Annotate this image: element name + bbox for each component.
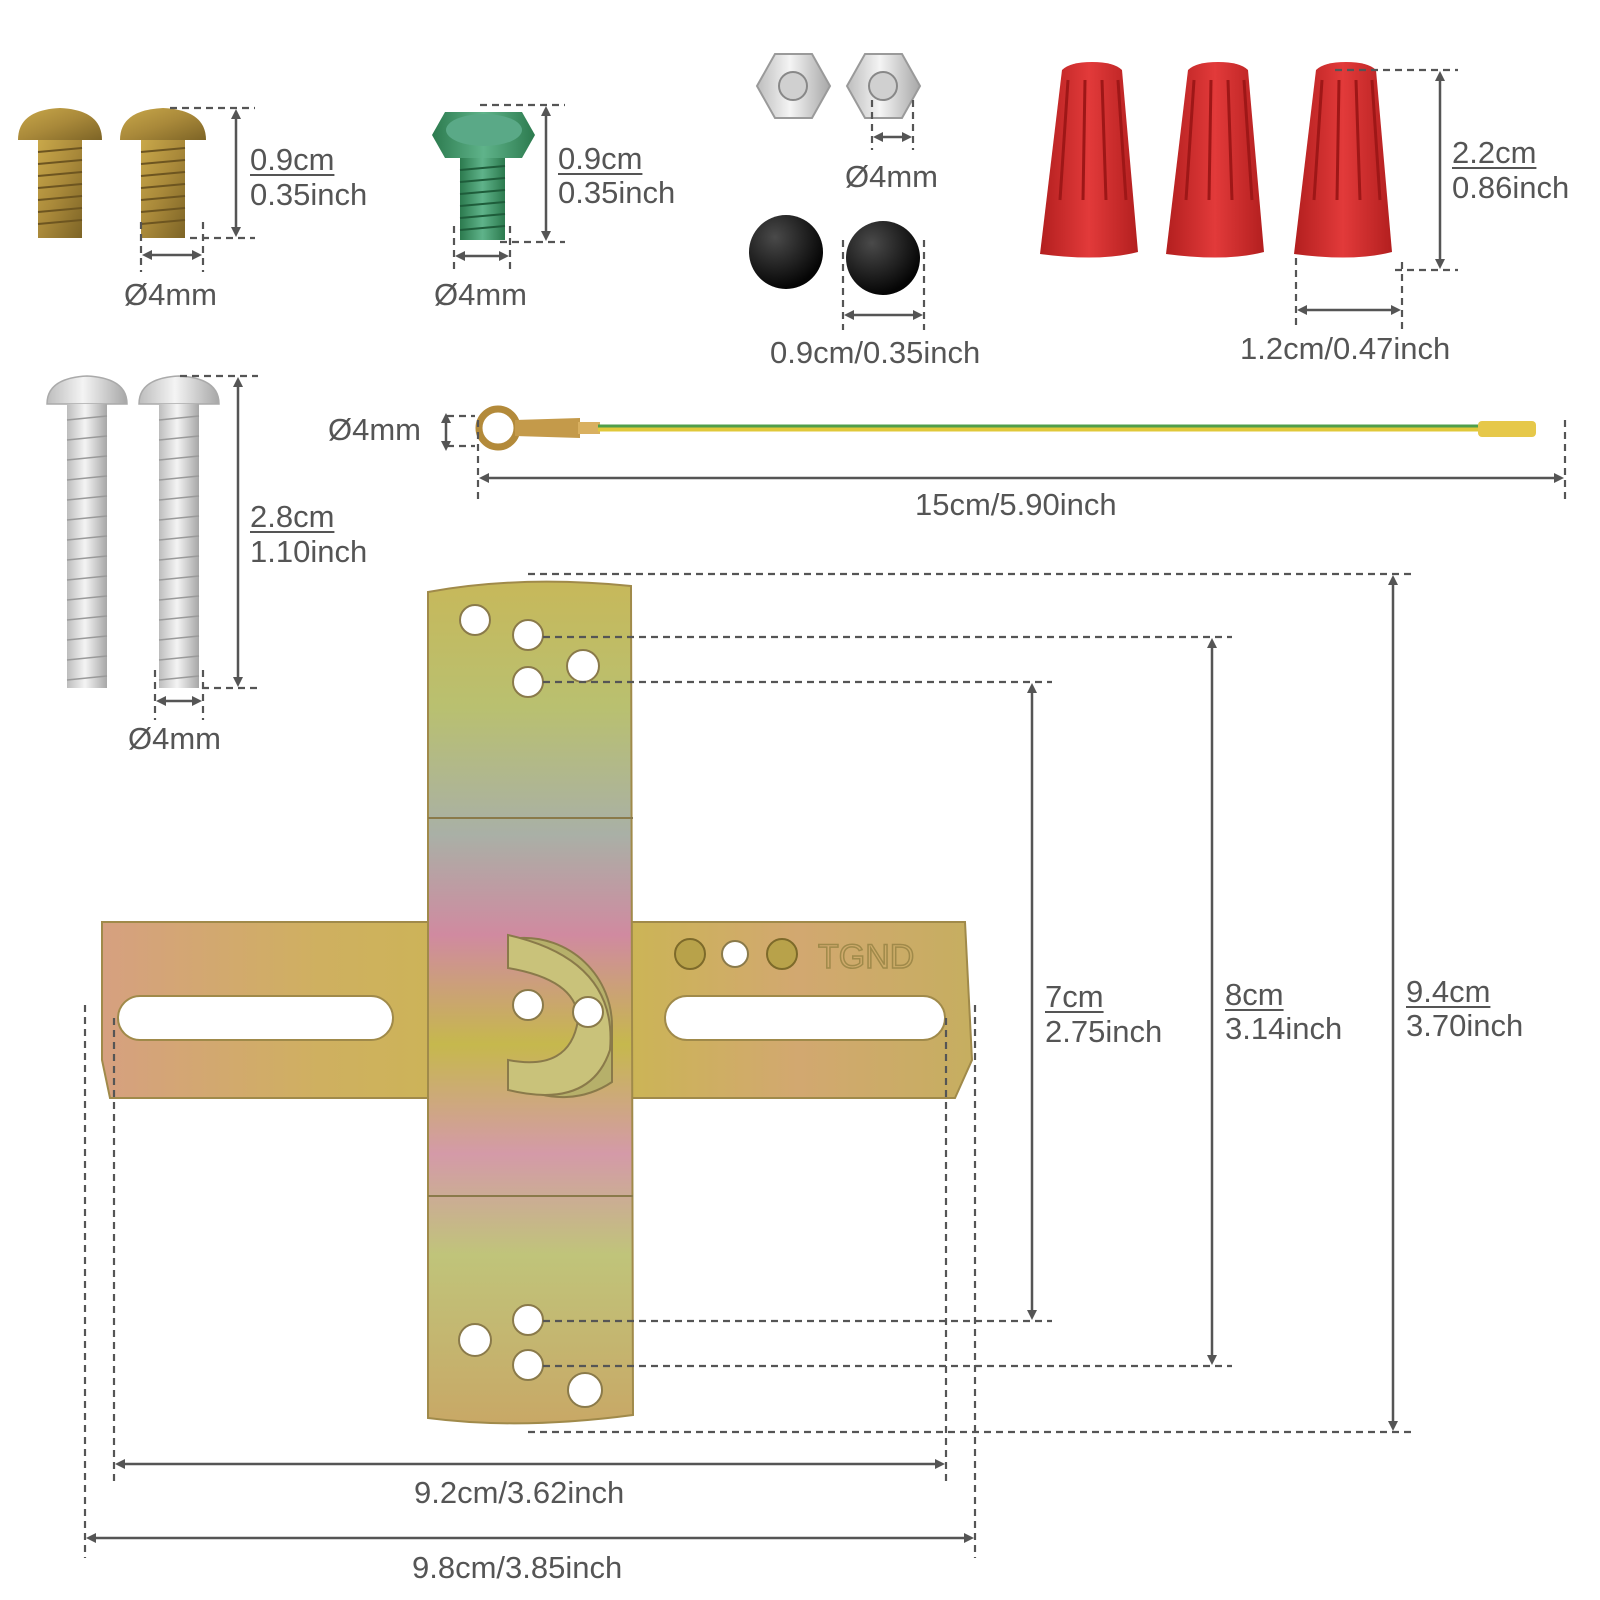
long-screw-length-cm: 2.8cm (250, 499, 335, 534)
tgnd-mark: TGND (818, 938, 914, 976)
ground-wire (475, 405, 1536, 451)
brass-screw-1 (18, 108, 102, 238)
bracket-8cm: 8cm (1225, 977, 1284, 1012)
bracket-7cm: 7cm (1045, 979, 1104, 1014)
bracket-8cm-inch: 3.14inch (1225, 1011, 1343, 1046)
hex-nut-2 (845, 53, 922, 119)
bracket-inner-width: 9.2cm/3.62inch (414, 1475, 625, 1510)
long-screw-length-inch: 1.10inch (250, 534, 368, 569)
bracket-7cm-inch: 2.75inch (1045, 1014, 1163, 1049)
red-wire-nut-1 (1040, 62, 1138, 258)
brass-screw-length-cm: 0.9cm (250, 142, 335, 177)
red-wire-nut-2 (1166, 62, 1264, 258)
wire-ring-diameter: Ø4mm (328, 412, 421, 447)
wire-length: 15cm/5.90inch (915, 487, 1117, 522)
green-screw-diameter: Ø4mm (434, 277, 527, 312)
black-cap-nut-2 (846, 221, 920, 295)
long-screw-diameter: Ø4mm (128, 721, 221, 756)
bracket-94cm-inch: 3.70inch (1406, 1008, 1524, 1043)
red-wire-nut-3 (1294, 62, 1392, 258)
bracket-outer-width: 9.8cm/3.85inch (412, 1550, 623, 1585)
wire-nut-height-inch: 0.86inch (1452, 170, 1570, 205)
brass-screw-2 (120, 108, 206, 238)
long-screw-1 (46, 375, 128, 688)
green-ground-screw (432, 112, 535, 240)
bracket-94cm: 9.4cm (1406, 974, 1491, 1009)
crossbar-bracket: TGND (101, 580, 974, 1425)
green-screw-length-inch: 0.35inch (558, 175, 676, 210)
long-screw-2 (138, 375, 220, 688)
wire-nut-width: 1.2cm/0.47inch (1240, 331, 1451, 366)
black-cap-nut-1 (749, 215, 823, 289)
cap-nut-size: 0.9cm/0.35inch (770, 335, 981, 370)
hex-nut-diameter: Ø4mm (845, 159, 938, 194)
hex-nut-1 (755, 53, 832, 119)
brass-screw-length-inch: 0.35inch (250, 177, 368, 212)
wire-nut-height-cm: 2.2cm (1452, 135, 1537, 170)
green-screw-length-cm: 0.9cm (558, 141, 643, 176)
brass-screw-diameter: Ø4mm (124, 277, 217, 312)
